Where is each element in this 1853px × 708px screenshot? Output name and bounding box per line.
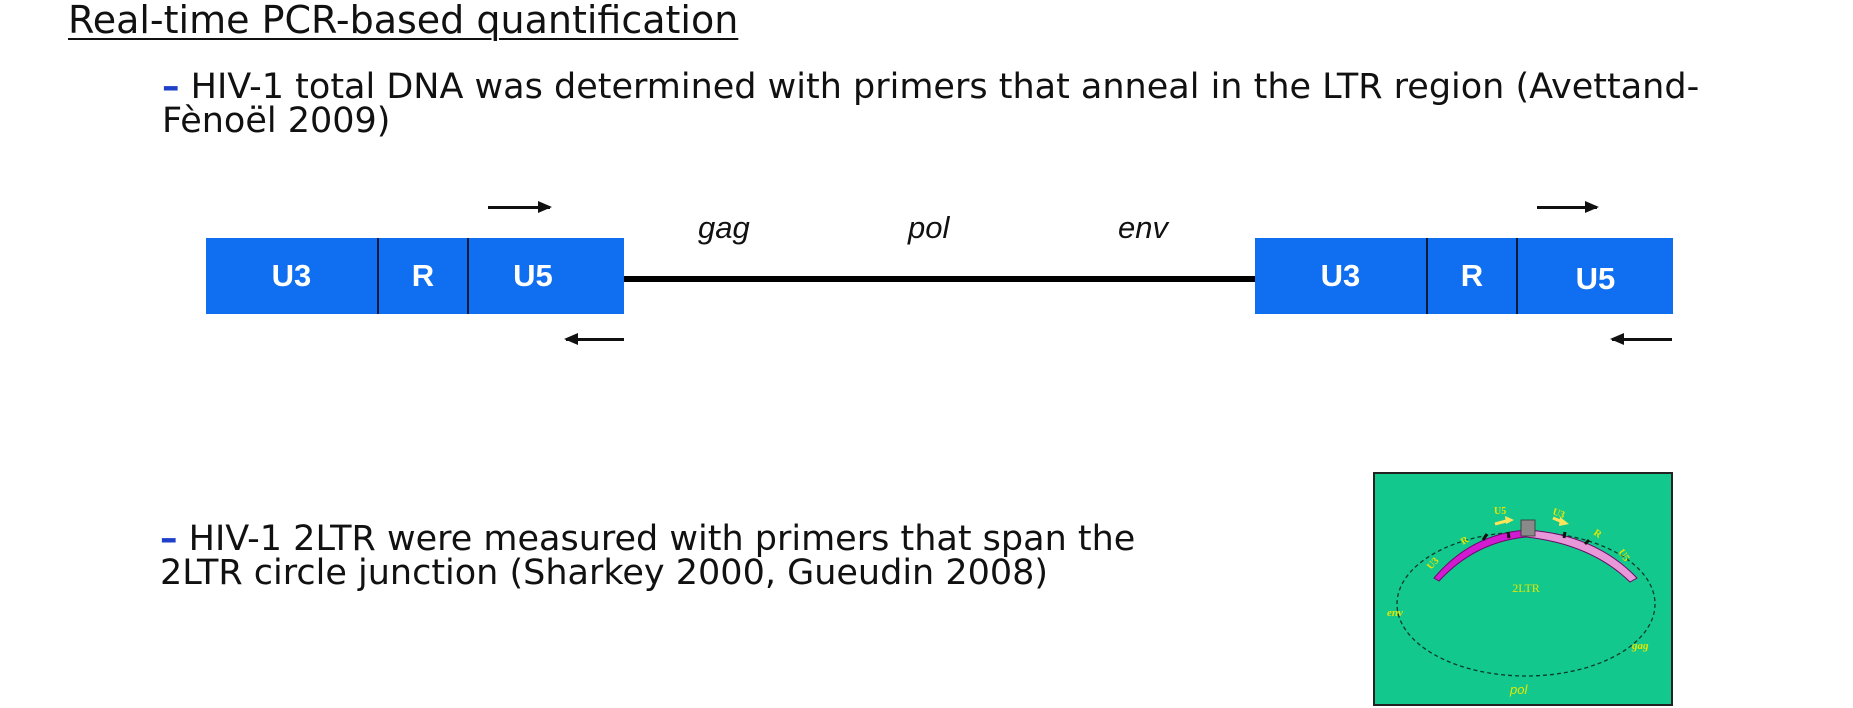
- ltr-right-divider-1: [1426, 238, 1428, 314]
- ltr-right-r: R: [1460, 258, 1484, 293]
- ltr-right-u3: U3: [1320, 258, 1361, 293]
- gene-label-pol: pol: [908, 210, 950, 245]
- gene-label-gag: gag: [698, 210, 750, 245]
- 2ltr-circle-image: U3 R U5 U3 R U5 2LTR env gag pol: [1373, 472, 1673, 706]
- bullet-text: HIV-1 total DNA was determined with prim…: [162, 67, 1700, 141]
- circle-label-r-left: R: [1459, 534, 1471, 548]
- circle-junction-box: [1520, 519, 1536, 537]
- circle-junction-tick-3: [1562, 531, 1567, 539]
- bullet-2ltr: – HIV-1 2LTR were measured with primers …: [160, 519, 1210, 593]
- ltr-right-u5: U5: [1575, 261, 1616, 296]
- circle-left-arc: [1433, 529, 1527, 582]
- ltr-left-u5: U5: [513, 258, 553, 293]
- circle-junction-tick-2: [1506, 531, 1511, 539]
- circle-label-gag: gag: [1631, 640, 1649, 652]
- circle-label-env: env: [1387, 607, 1403, 619]
- ltr-right-divider-2: [1516, 238, 1518, 314]
- bullet-dash: –: [162, 67, 180, 107]
- bullet-total-dna: – HIV-1 total DNA was determined with pr…: [162, 67, 1762, 141]
- ltr-right: U3 R U5: [1255, 238, 1673, 314]
- slide-title: Real-time PCR-based quantification: [68, 0, 739, 42]
- bullet-text: HIV-1 2LTR were measured with primers th…: [160, 519, 1136, 593]
- ltr-left: U3 R U5: [206, 238, 624, 314]
- circle-label-u3-right: U3: [1551, 506, 1566, 521]
- ltr-left-r: R: [411, 258, 435, 293]
- circle-primer-right-head: [1559, 517, 1569, 526]
- ltr-left-divider-1: [377, 238, 379, 314]
- circle-junction-tick-4: [1583, 538, 1591, 546]
- gene-label-env: env: [1118, 210, 1168, 245]
- forward-primer-arrow-left: [488, 201, 552, 213]
- reverse-primer-arrow-right: [1610, 333, 1672, 345]
- circle-label-2ltr: 2LTR: [1512, 581, 1540, 595]
- forward-primer-arrow-right: [1537, 201, 1599, 213]
- circle-primer-left-head: [1505, 516, 1514, 524]
- genome-backbone: [624, 276, 1258, 282]
- ltr-left-divider-2: [467, 238, 469, 314]
- circle-label-u5-left: U5: [1494, 506, 1506, 517]
- bullet-dash: –: [160, 519, 178, 559]
- circle-label-pol: pol: [1509, 682, 1528, 697]
- 2ltr-circle-svg: U3 R U5 U3 R U5 2LTR env gag pol: [1387, 506, 1656, 697]
- circle-junction-tick-1: [1481, 533, 1489, 541]
- circle-right-arc: [1525, 529, 1638, 583]
- reverse-primer-arrow-left: [564, 333, 624, 345]
- ltr-left-u3: U3: [271, 258, 312, 293]
- circle-label-r-right: R: [1591, 527, 1604, 541]
- circle-dashed-outline: [1396, 531, 1656, 677]
